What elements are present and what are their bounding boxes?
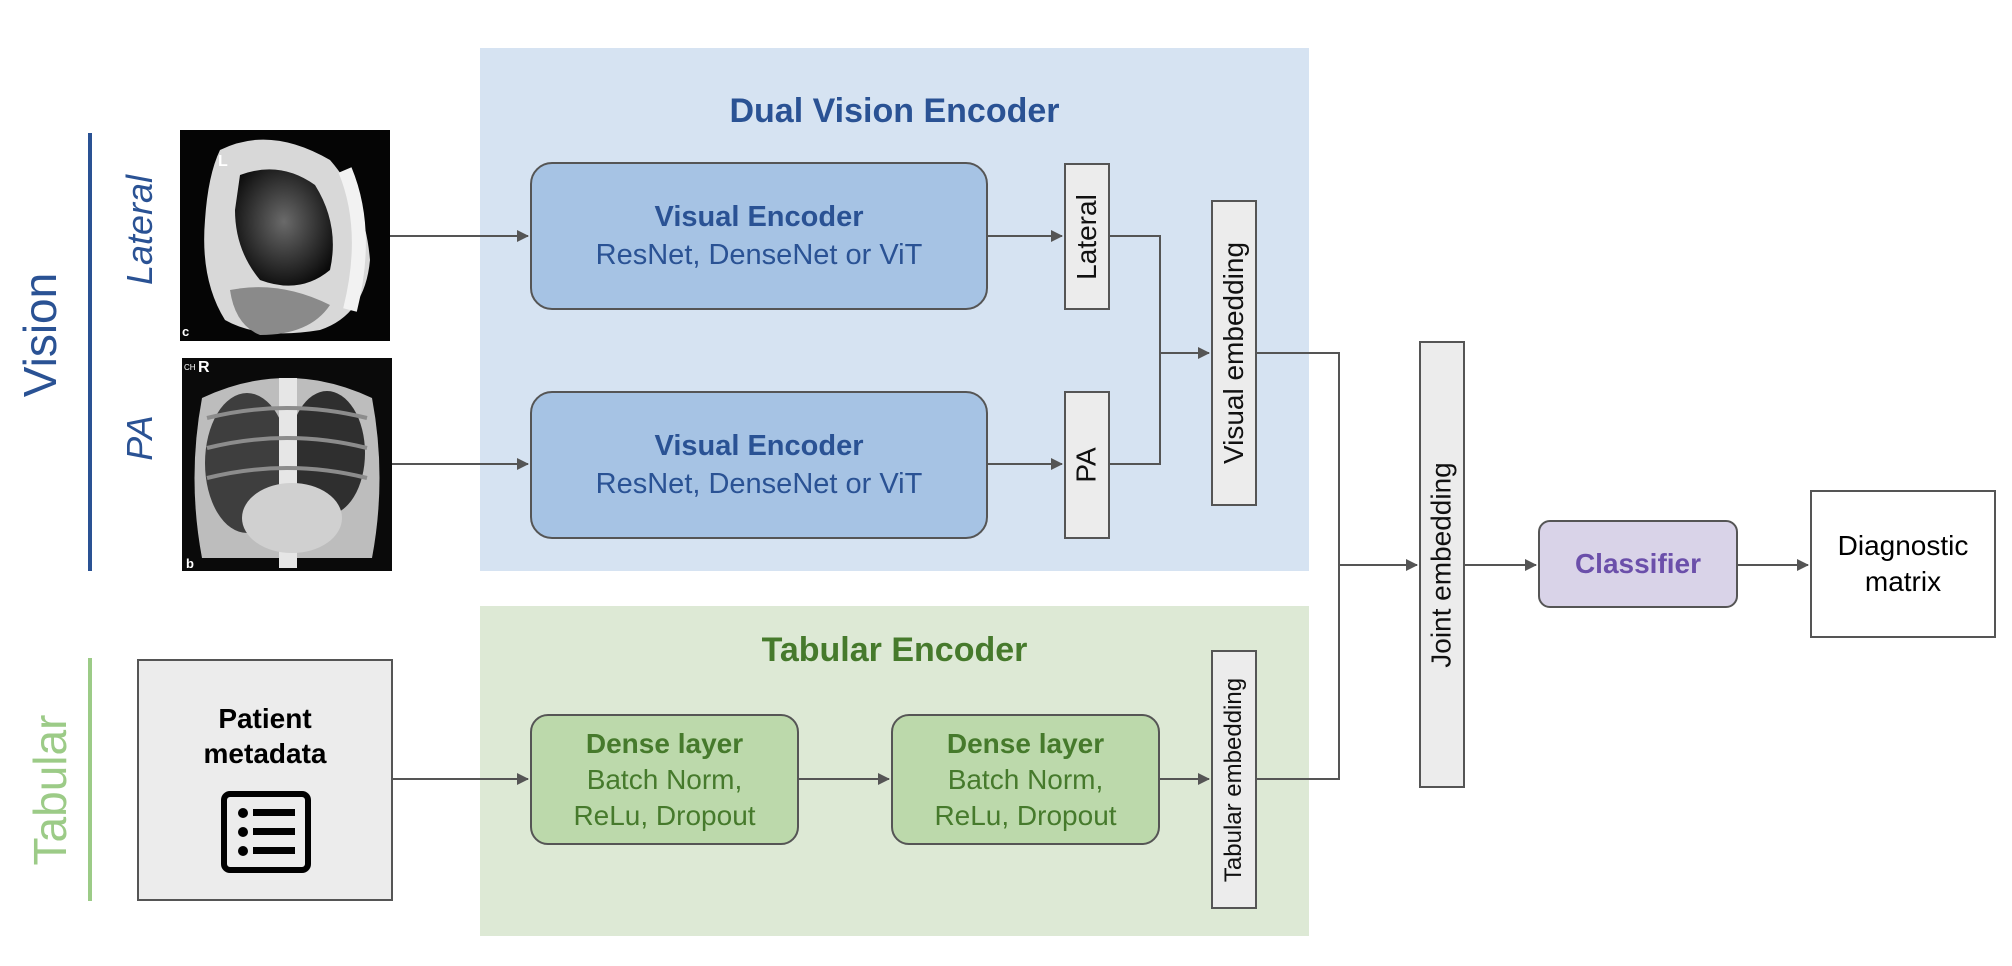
visual-encoder-pa-options: ResNet, DenseNet or ViT — [595, 468, 923, 500]
visual-encoder-pa: Visual Encoder ResNet, DenseNet or ViT — [530, 391, 988, 539]
connector-visual-embedding-to-join — [1257, 352, 1340, 780]
visual-encoder-lateral: Visual Encoder ResNet, DenseNet or ViT — [530, 162, 988, 310]
dense-layer-1-line2: ReLu, Dropout — [573, 799, 756, 831]
joint-embedding-box: Joint embedding — [1419, 341, 1465, 788]
lateral-xray-image: L c — [180, 130, 390, 341]
patient-metadata-line1: Patient — [218, 703, 312, 734]
visual-encoder-lateral-options: ResNet, DenseNet or ViT — [595, 239, 923, 271]
dense-layer-2-name: Dense layer — [946, 727, 1105, 759]
patient-metadata-line2: metadata — [203, 738, 327, 769]
dual-vision-encoder-title: Dual Vision Encoder — [729, 92, 1060, 130]
dense-layer-2-line2: ReLu, Dropout — [934, 799, 1117, 831]
diagnostic-matrix-line2: matrix — [1864, 566, 1942, 597]
dense-layer-1: Dense layer Batch Norm, ReLu, Dropout — [530, 714, 799, 845]
classifier-label: Classifier — [1574, 548, 1702, 579]
vision-divider-line — [88, 133, 92, 571]
diagnostic-matrix-box: Diagnostic matrix — [1810, 490, 1996, 638]
pa-xray-image: R CH b — [182, 358, 392, 571]
list-icon — [221, 791, 311, 873]
visual-embedding-box: Visual embedding — [1211, 200, 1257, 506]
dense-layer-2: Dense layer Batch Norm, ReLu, Dropout — [891, 714, 1160, 845]
tabular-divider-line — [88, 658, 92, 901]
pa-xray-marker-r: R — [198, 359, 210, 376]
tabular-embedding-box: Tabular embedding — [1211, 650, 1257, 909]
visual-encoder-lateral-name: Visual Encoder — [654, 201, 864, 233]
connector-lateral-to-merge — [1110, 235, 1161, 465]
pa-xray-marker-ch: CH — [184, 363, 196, 372]
diagnostic-matrix-line1: Diagnostic — [1837, 530, 1969, 561]
lateral-feature-box: Lateral — [1064, 163, 1110, 310]
lateral-xray-marker-l: L — [218, 153, 228, 170]
dense-layer-2-line1: Batch Norm, — [947, 763, 1104, 795]
patient-metadata-box: Patient metadata — [137, 659, 393, 901]
dense-layer-1-line1: Batch Norm, — [586, 763, 743, 795]
pa-feature-box: PA — [1064, 391, 1110, 539]
visual-encoder-pa-name: Visual Encoder — [654, 430, 864, 462]
pa-xray-marker-b: b — [186, 556, 194, 571]
classifier-box: Classifier — [1538, 520, 1738, 608]
dense-layer-1-name: Dense layer — [585, 727, 744, 759]
tabular-encoder-title: Tabular Encoder — [761, 631, 1028, 669]
lateral-xray-marker-c: c — [182, 324, 189, 339]
